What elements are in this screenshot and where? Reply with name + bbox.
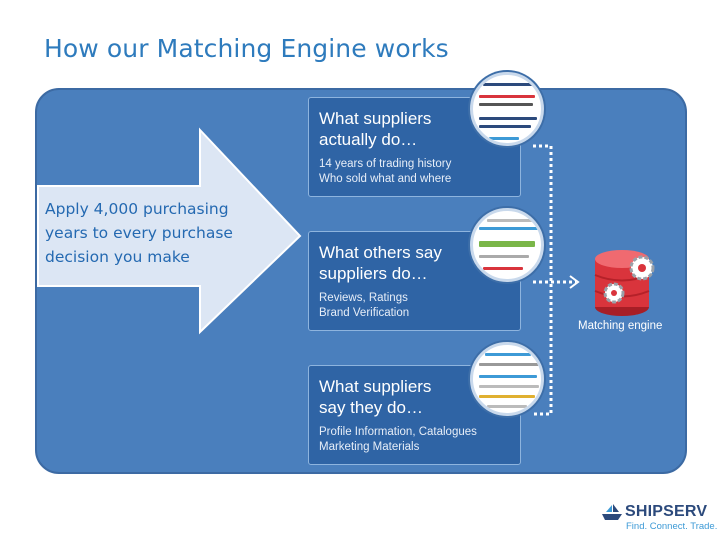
card-subtext-line-1: Reviews, Ratings [319, 292, 408, 304]
page-title: How our Matching Engine works [44, 34, 449, 63]
shipserv-logo-icon [602, 504, 622, 520]
logo-tagline: Find. Connect. Trade. [626, 521, 718, 532]
card-heading-line-1: What suppliers [319, 109, 432, 128]
card-subtext: Profile Information, Catalogues Marketin… [319, 425, 510, 455]
arrow-caption: Apply 4,000 purchasing years to every pu… [45, 200, 233, 266]
card-subtext-line-2: Marketing Materials [319, 441, 420, 453]
matching-engine-label: Matching engine [578, 320, 663, 332]
screenshot-zoom-reviews [470, 208, 544, 282]
card-reviews: What others say suppliers do… Reviews, R… [308, 231, 521, 331]
card-heading-line-1: What suppliers [319, 377, 432, 396]
screenshot-zoom-trading-history [470, 72, 544, 146]
card-subtext-line-1: Profile Information, Catalogues [319, 426, 477, 438]
database-gear-icon [594, 250, 655, 316]
card-profile: What suppliers say they do… Profile Info… [308, 365, 521, 465]
card-subtext: Reviews, Ratings Brand Verification [319, 291, 510, 321]
card-subtext-line-2: Who sold what and where [319, 173, 452, 185]
screenshot-zoom-profile [470, 342, 544, 416]
card-subtext-line-2: Brand Verification [319, 307, 410, 319]
card-heading-line-2: say they do… [319, 398, 423, 417]
card-subtext: 14 years of trading history Who sold wha… [319, 157, 510, 187]
dotted-connector [533, 144, 576, 416]
card-heading-line-1: What others say [319, 243, 442, 262]
large-arrow [37, 127, 302, 335]
connector-arrowhead-icon [569, 275, 580, 289]
card-heading-line-2: actually do… [319, 130, 418, 149]
logo-wordmark: SHIPSERV [625, 503, 708, 520]
card-subtext-line-1: 14 years of trading history [319, 158, 452, 170]
card-heading-line-2: suppliers do… [319, 264, 428, 283]
